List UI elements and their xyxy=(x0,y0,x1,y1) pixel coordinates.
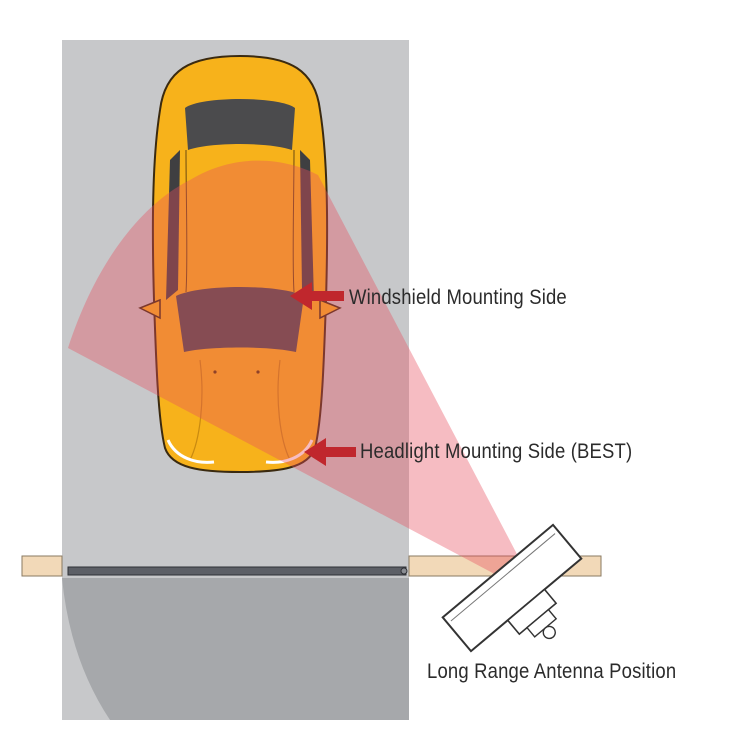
windshield-mounting-label: Windshield Mounting Side xyxy=(349,286,567,309)
windshield-arrow-icon xyxy=(290,282,344,310)
car-icon xyxy=(138,54,342,474)
gate-post-left xyxy=(21,555,63,577)
gate-pivot xyxy=(400,567,408,575)
exit-shade-area xyxy=(62,578,409,720)
headlight-mounting-label: Headlight Mounting Side (BEST) xyxy=(360,440,633,463)
antenna-position-label: Long Range Antenna Position xyxy=(427,660,677,683)
antenna-reader-icon xyxy=(441,523,583,653)
gate-arm xyxy=(67,566,407,576)
coverage-beam xyxy=(68,160,540,598)
headlight-arrow-icon xyxy=(304,438,356,466)
